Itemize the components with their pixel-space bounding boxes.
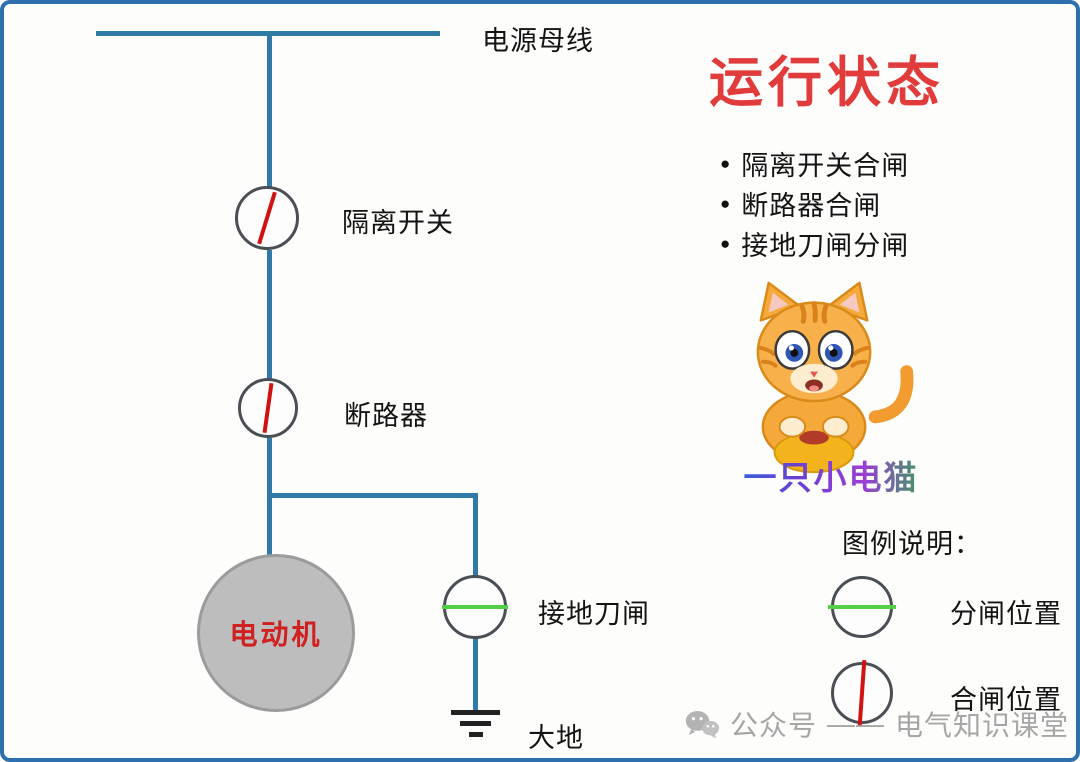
footer-watermark: 公众号 —— 电气知识课堂	[684, 704, 1069, 744]
legend-title: 图例说明：	[842, 529, 982, 559]
list-item: ● 断路器合闸	[720, 185, 909, 221]
breaker-symbol	[238, 378, 298, 438]
motor-label: 电动机	[229, 619, 323, 650]
motor-symbol: 电动机	[197, 554, 355, 712]
legend-closed-symbol	[831, 659, 893, 727]
closed-blade-icon	[257, 191, 277, 245]
ground-switch-symbol	[442, 575, 508, 639]
earth-label: 大地	[528, 723, 584, 753]
open-blade-icon	[828, 605, 896, 609]
wire-ground-switch-to-earth	[473, 638, 478, 712]
earth-bar-bottom	[469, 732, 483, 737]
wire-junction-to-motor	[267, 493, 272, 556]
breaker-label: 断路器	[344, 401, 428, 431]
ground-switch-label: 接地刀闸	[538, 599, 650, 629]
wechat-icon	[685, 710, 720, 738]
bullet-label: 接地刀闸分闸	[741, 230, 910, 261]
power-bus-label: 电源母线	[482, 26, 594, 56]
wire-isolator-to-breaker	[267, 250, 272, 380]
status-bullet-list: ● 隔离开关合闸 ● 断路器合闸 ● 接地刀闸分闸	[720, 145, 909, 261]
list-item: ● 接地刀闸分闸	[720, 225, 909, 261]
bullet-label: 断路器合闸	[741, 190, 882, 221]
earth-bar-middle	[460, 721, 491, 726]
footer-platform-label: 公众号	[730, 710, 818, 741]
open-blade-icon	[442, 605, 508, 609]
cat-caption: 一只小电猫	[731, 451, 931, 499]
list-item: ● 隔离开关合闸	[720, 145, 909, 181]
legend-open-symbol	[828, 576, 896, 638]
earth-bar-top	[451, 710, 500, 715]
isolation-switch-symbol	[235, 186, 299, 250]
wire-branch-horizontal	[267, 493, 478, 498]
status-title: 运行状态	[709, 53, 945, 113]
bullet-label: 隔离开关合闸	[741, 150, 910, 181]
bullet-icon: ●	[720, 153, 731, 173]
footer-separator: ——	[827, 708, 886, 739]
legend-open-label: 分闸位置	[950, 599, 1062, 629]
wire-breaker-to-junction	[267, 438, 272, 498]
legend-closed-label: 合闸位置	[950, 685, 1062, 715]
wire-bus-to-isolator	[267, 31, 272, 189]
wire-junction-to-ground-switch	[473, 493, 478, 577]
closed-blade-icon	[262, 382, 274, 434]
bullet-icon: ●	[720, 233, 731, 253]
footer-account-label: 电气知识课堂	[895, 710, 1070, 741]
bullet-icon: ●	[720, 193, 731, 213]
cat-mascot-image	[756, 281, 914, 474]
isolation-switch-label: 隔离开关	[342, 208, 454, 238]
